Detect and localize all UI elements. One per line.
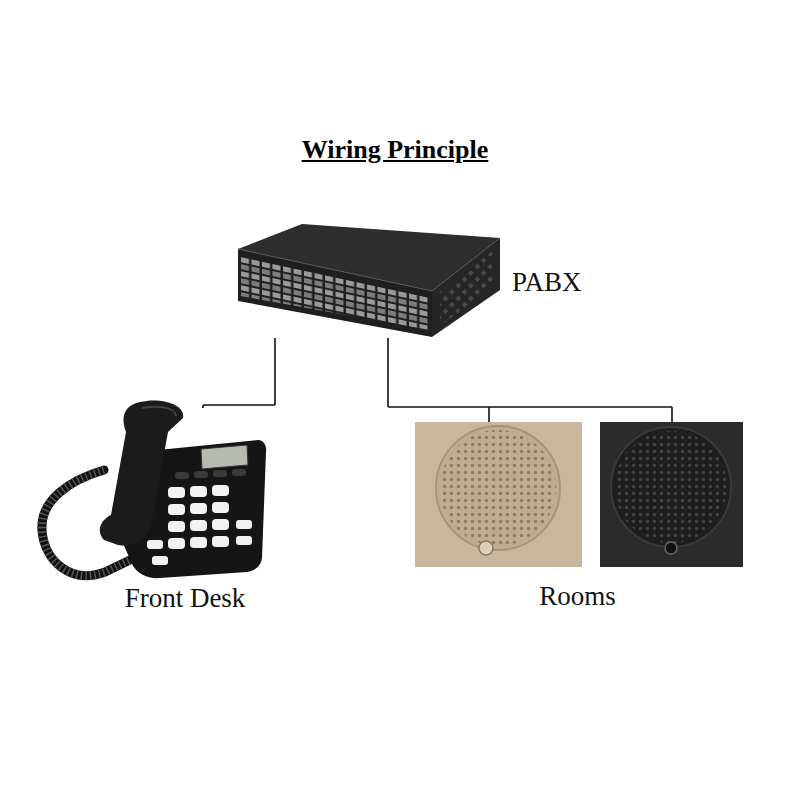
front-desk-node: Front Desk (30, 408, 340, 620)
room-speaker-tan (415, 422, 582, 567)
pabx-device (238, 224, 500, 337)
node-label: PABX (512, 268, 582, 298)
wire-connector (203, 338, 275, 408)
room-speaker-black (600, 422, 743, 567)
desk-phone (42, 400, 266, 578)
rooms-node: Rooms (405, 422, 750, 620)
node-label: Rooms (405, 582, 750, 612)
wire-connector (388, 338, 672, 422)
diagram-title: Wiring Principle (0, 136, 790, 165)
node-label: Front Desk (30, 584, 340, 614)
device-node: PABX (236, 222, 598, 338)
